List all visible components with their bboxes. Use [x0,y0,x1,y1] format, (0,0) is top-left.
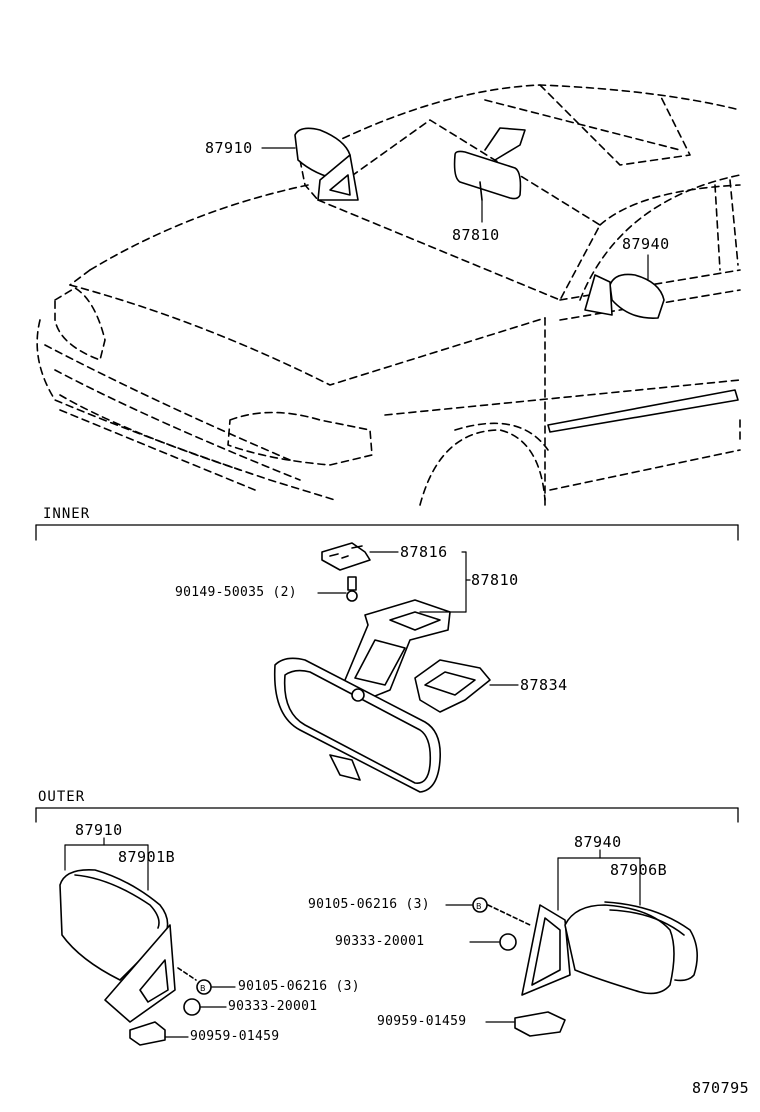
inner-cover-label: 87834 [520,676,568,694]
svg-text:B: B [476,902,482,911]
overview-leaders [261,147,649,281]
outer-left-leaders [64,837,236,1038]
outer-right-clip-label: 90959-01459 [377,1014,467,1029]
outer-left-assembly-label: 87910 [75,821,123,839]
inner-assembly-label: 87810 [471,571,519,589]
inner-section-title: INNER [43,506,91,522]
outer-right-assembly-label: 87940 [574,833,622,851]
inner-mirror-assembly [273,542,491,793]
overview-left-mirror-label: 87910 [205,139,253,157]
outer-right-screw-label: 90105-06216 (3) [308,897,430,912]
overview-right-mirror [584,273,665,319]
outer-right-leaders [445,849,641,1023]
outer-left-glass-label: 87901B [118,848,176,866]
overview-inner-mirror-label: 87810 [452,226,500,244]
overview-left-mirror [294,127,359,201]
outer-left-mirror: B [59,868,212,1046]
figure-id: 870795 [692,1079,750,1097]
overview-right-mirror-label: 87940 [622,235,670,253]
outer-left-cap-label: 90333-20001 [228,999,318,1014]
outer-right-glass-label: 87906B [610,861,668,879]
outer-section-bracket [35,807,739,823]
car-outline [36,84,741,506]
inner-leaders [317,551,519,686]
outer-right-cap-label: 90333-20001 [335,934,425,949]
outer-left-clip-label: 90959-01459 [190,1029,280,1044]
outer-left-screw-label: 90105-06216 (3) [238,979,360,994]
inner-section-bracket [35,524,739,541]
outer-section-title: OUTER [38,789,86,805]
inner-bracket-clip-label: 87816 [400,543,448,561]
outer-right-mirror: B [472,897,698,1037]
overview-inner-mirror [453,127,526,201]
svg-text:B: B [200,984,206,993]
inner-screw-label: 90149-50035 (2) [175,585,297,600]
